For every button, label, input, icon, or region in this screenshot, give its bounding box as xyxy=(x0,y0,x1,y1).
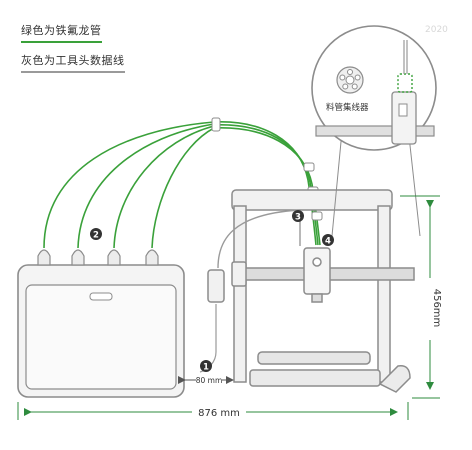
watermark: 2020 xyxy=(425,25,448,35)
box-port-4 xyxy=(145,249,159,266)
legend-teflon-tube-text: 绿色为铁氟龙管 xyxy=(21,24,102,37)
dimension-gap-label: 80 mm xyxy=(196,376,223,385)
tube-hub xyxy=(311,211,323,221)
printer-gantry-motor xyxy=(231,261,247,287)
teflon-tube-4 xyxy=(151,127,215,249)
printer-bed xyxy=(257,351,371,365)
printer-left-column xyxy=(233,205,247,383)
teflon-tube-3 xyxy=(113,125,215,249)
teflon-tube-2 xyxy=(77,123,215,249)
tube-clip-1 xyxy=(211,117,221,132)
printer-base xyxy=(249,369,381,387)
toolhead-nozzle xyxy=(311,293,323,303)
marker-3: 3 xyxy=(292,210,304,223)
printer-top-frame xyxy=(231,189,393,211)
teflon-tube-1 xyxy=(43,121,215,249)
toolhead-data-cable xyxy=(217,209,301,269)
box-port-2 xyxy=(71,249,85,266)
printer-screen xyxy=(378,365,411,393)
dimension-width: 876 mm xyxy=(17,402,409,420)
box-port-1 xyxy=(37,249,51,266)
zoom-hub-highlight xyxy=(397,73,413,93)
hub-wheel-icon xyxy=(336,66,364,94)
zoom-gantry xyxy=(315,125,435,137)
dimension-height: 456mm xyxy=(400,195,442,399)
dimension-height-label: 456mm xyxy=(431,289,442,328)
zoom-cables xyxy=(403,40,408,74)
marker-1-label: 1 xyxy=(203,363,209,373)
dimension-gap: 80 mm xyxy=(178,376,234,385)
marker-1: 1 xyxy=(200,360,212,373)
legend-data-cable: 灰色为工具头数据线 xyxy=(21,52,125,73)
marker-3-label: 3 xyxy=(295,213,301,223)
printer-right-column xyxy=(377,205,391,383)
zoom-toolhead-logo-icon xyxy=(398,103,408,117)
dimension-width-label: 876 mm xyxy=(198,408,240,419)
box-port-3 xyxy=(107,249,121,266)
teflon-tube-trunk-c xyxy=(213,127,321,246)
marker-2-label: 2 xyxy=(93,231,99,241)
zoom-toolhead xyxy=(391,91,417,145)
marker-4: 4 xyxy=(322,234,334,247)
tube-clip-2 xyxy=(303,162,315,172)
hub-callout-label: 料管集线器 xyxy=(326,102,369,113)
teflon-tube-trunk-b xyxy=(213,124,319,246)
printer-toolhead xyxy=(303,247,331,295)
teflon-tube-trunk-a xyxy=(213,121,317,246)
toolhead-fan-icon xyxy=(312,257,322,267)
filament-box xyxy=(17,249,185,398)
legend-gray-underline xyxy=(21,71,125,73)
hub-zoom-callout: 料管集线器 xyxy=(311,25,437,237)
legend-green-underline xyxy=(21,41,102,43)
legend-teflon-tube: 绿色为铁氟龙管 xyxy=(21,22,102,43)
marker-2: 2 xyxy=(90,228,102,241)
printer-side-module xyxy=(207,269,225,303)
box-logo-icon xyxy=(89,292,113,301)
teflon-tubes xyxy=(43,121,321,249)
marker-4-label: 4 xyxy=(325,237,331,247)
power-cable xyxy=(199,304,217,373)
legend-data-cable-text: 灰色为工具头数据线 xyxy=(21,54,125,67)
printer xyxy=(207,189,415,393)
